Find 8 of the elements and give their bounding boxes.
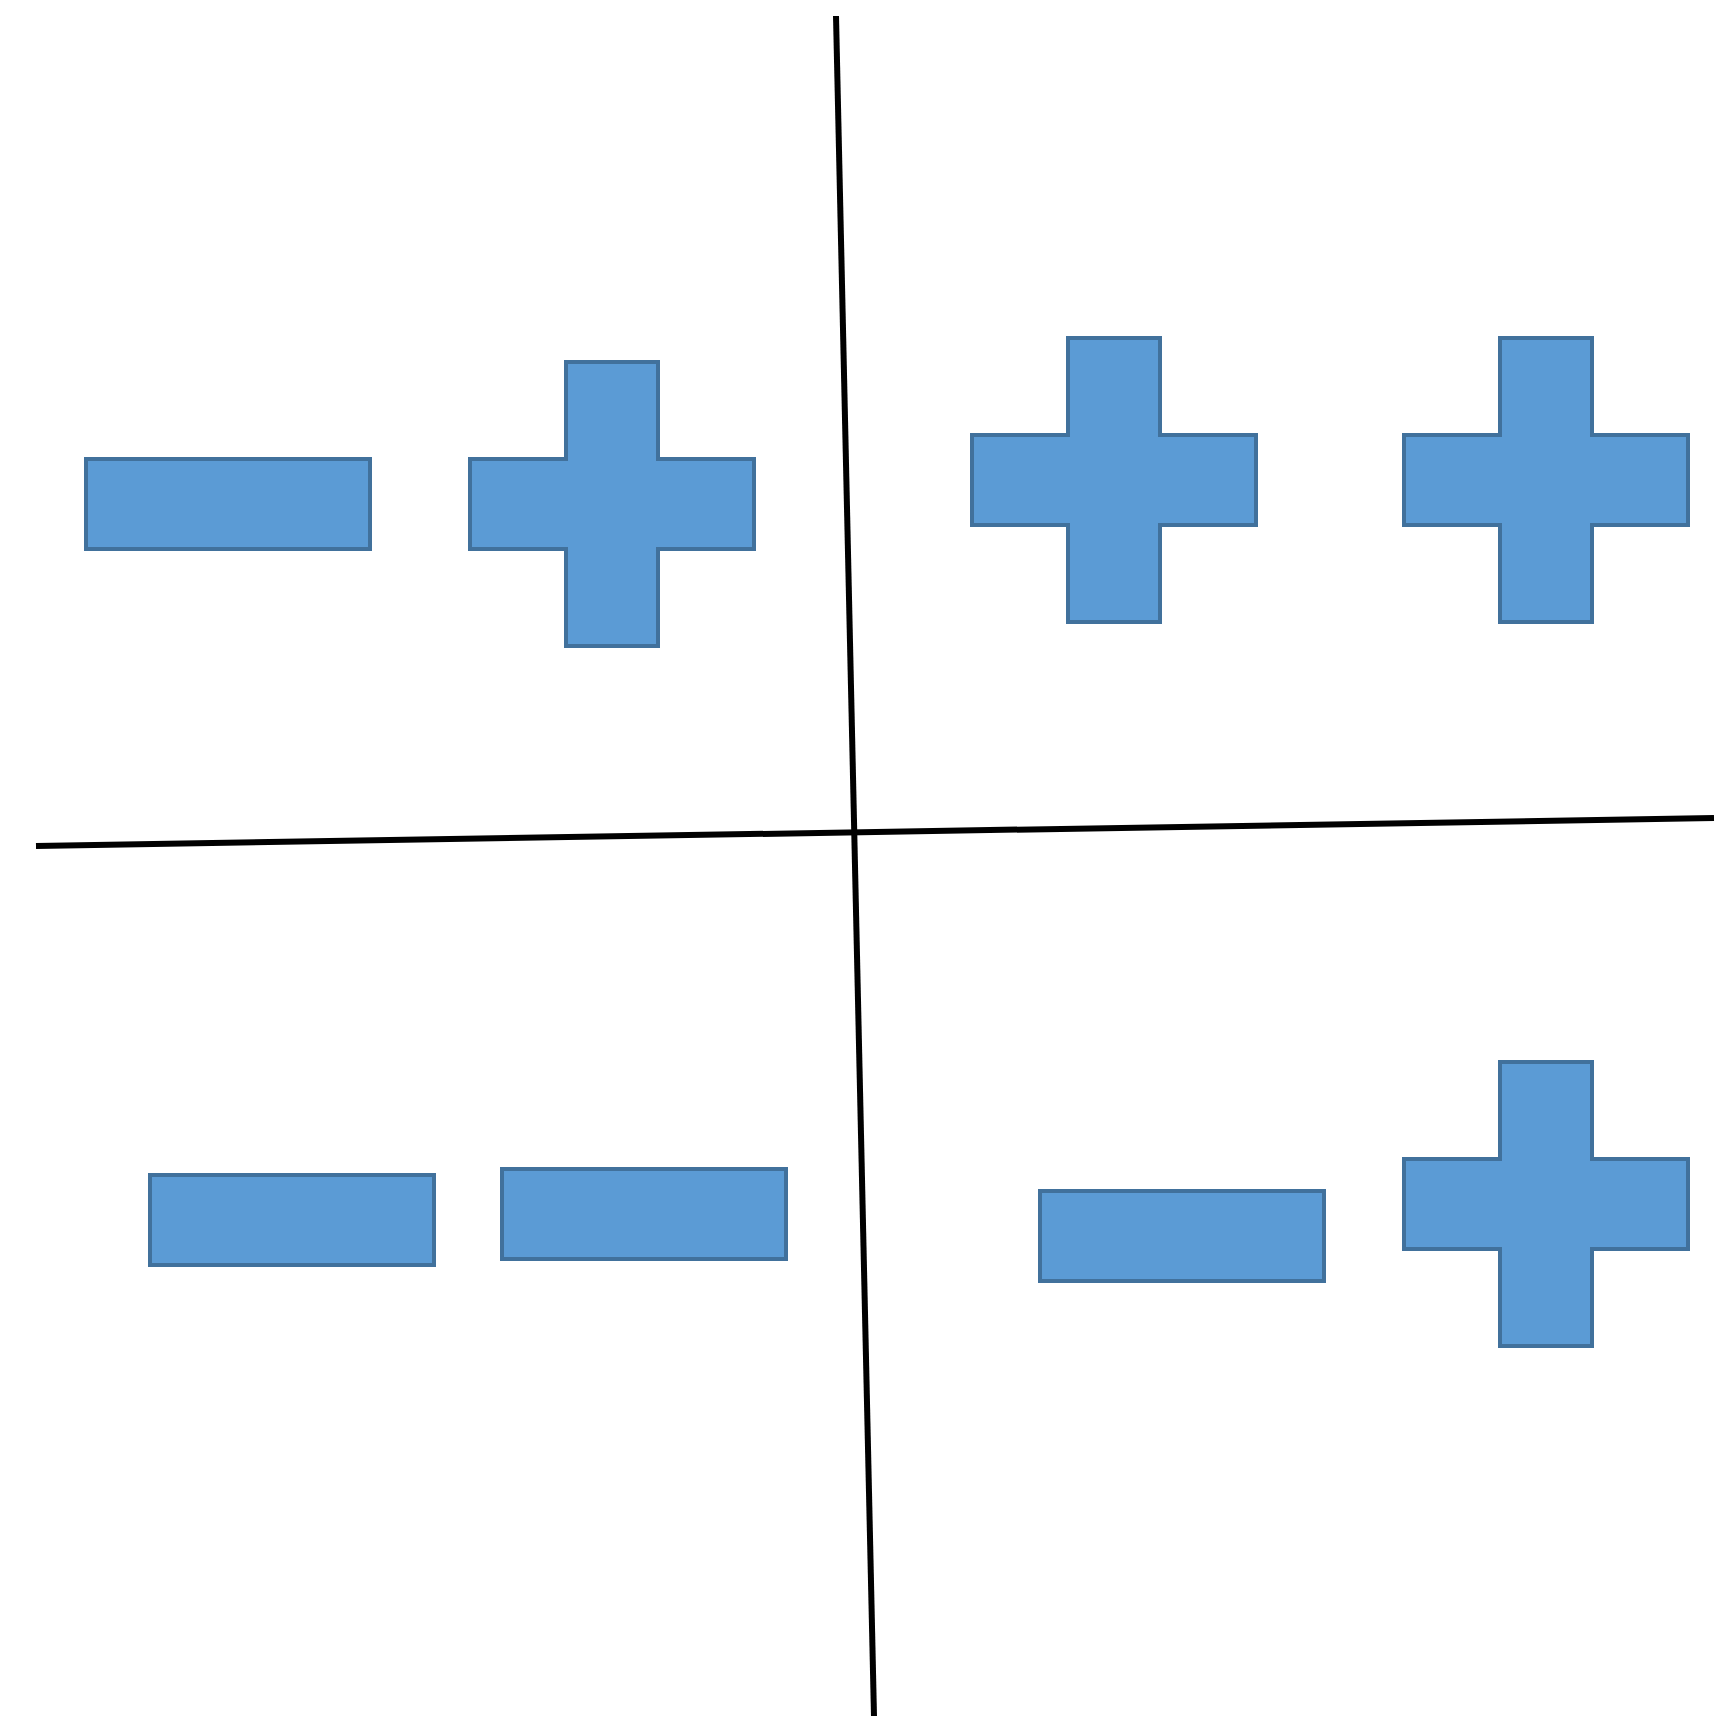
minus-sign: [1038, 1189, 1326, 1283]
plus-sign: [1402, 1060, 1690, 1348]
plus-sign: [1402, 336, 1690, 624]
minus-sign: [500, 1167, 788, 1261]
plus-sign: [970, 336, 1258, 624]
plus-sign: [468, 360, 756, 648]
minus-sign: [148, 1173, 436, 1267]
minus-sign: [84, 457, 372, 551]
